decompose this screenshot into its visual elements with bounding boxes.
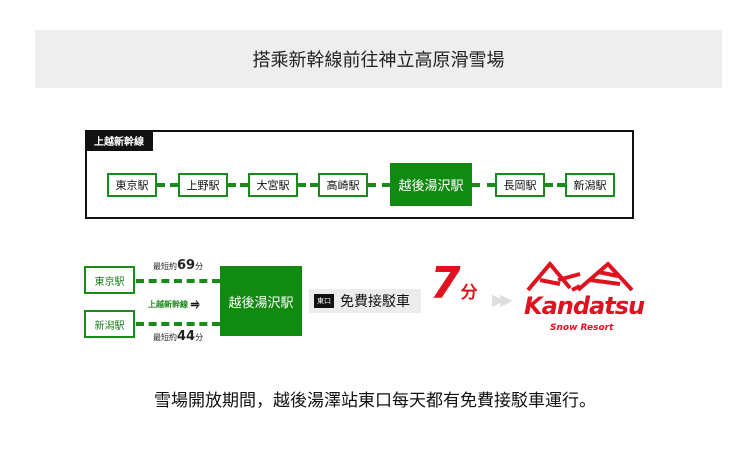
shuttle-time: 7分 — [430, 258, 478, 309]
shuttle-label: 免費接駁車 — [340, 294, 410, 310]
caption: 雪場開放期間，越後湯澤站東口每天都有免費接駁車運行。 — [154, 391, 596, 411]
connector — [545, 183, 565, 187]
station-nagaoka: 長岡駅 — [495, 173, 545, 197]
time-bottom: 最短約44分 — [153, 329, 204, 344]
station-takasaki: 高崎駅 — [318, 173, 368, 197]
shuttle-box: 東口 免費接駁車 — [309, 289, 421, 313]
exit-badge: 東口 — [314, 294, 334, 308]
origin-tokyo: 東京駅 — [84, 266, 135, 294]
origin-niigata: 新潟駅 — [84, 310, 135, 338]
station-ueno: 上野駅 — [178, 173, 228, 197]
station-omiya: 大宮駅 — [248, 173, 298, 197]
mountain-icon — [526, 260, 634, 292]
kandatsu-logo: Kandatsu Snow Resort — [520, 260, 645, 340]
route-line-top — [136, 279, 220, 283]
hub-station: 越後湯沢駅 — [220, 266, 302, 336]
line-diagram — [85, 130, 634, 219]
connector — [472, 183, 495, 187]
station-tokyo: 東京駅 — [107, 173, 157, 197]
station-echigo-yuzawa: 越後湯沢駅 — [390, 163, 472, 206]
connector — [368, 183, 390, 187]
page-title: 搭乘新幹線前往神立高原滑雪場 — [252, 50, 505, 71]
shinkansen-label: 上越新幹線 ⥤ — [148, 297, 200, 310]
train-icon: ⥤ — [190, 297, 200, 310]
arrow-icon: ▶▶ — [492, 290, 513, 309]
time-top: 最短約69分 — [153, 258, 204, 273]
connector — [298, 183, 318, 187]
title-banner: 搭乘新幹線前往神立高原滑雪場 — [35, 30, 722, 88]
line-label: 上越新幹線 — [85, 130, 153, 151]
route-line-bottom — [136, 322, 220, 326]
station-niigata: 新潟駅 — [565, 173, 615, 197]
connector — [228, 183, 248, 187]
connector — [157, 183, 178, 187]
